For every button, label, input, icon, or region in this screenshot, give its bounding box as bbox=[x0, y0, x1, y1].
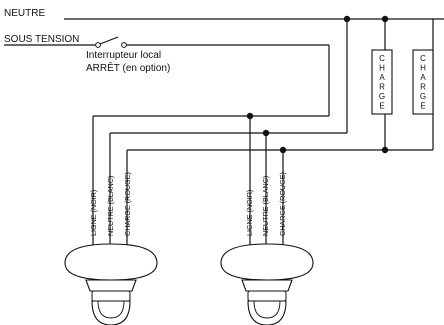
load-box-outline bbox=[371, 49, 393, 115]
fixture-2-bulb-detail bbox=[253, 300, 281, 319]
load-label-letter: E bbox=[379, 102, 384, 111]
fixture-2-neutral-label: NEUTRE (BLANC) bbox=[261, 176, 270, 236]
load-label-letter: R bbox=[379, 83, 385, 92]
load-label-letter: H bbox=[379, 64, 385, 73]
load-label-letter: A bbox=[379, 73, 385, 82]
fixture-2 bbox=[220, 243, 314, 325]
fixture-1-charge-label: CHARGE (ROUGE) bbox=[123, 172, 132, 236]
fixture-1-canopy bbox=[64, 243, 158, 281]
fixture-1-ring bbox=[91, 290, 131, 302]
fixture-1-neutral-label: NEUTRE (BLANC) bbox=[106, 176, 115, 236]
load-box-1: CHARGE bbox=[371, 49, 393, 115]
junction-node bbox=[246, 112, 254, 120]
load-label: CHARGE bbox=[420, 54, 426, 111]
fixture-1-labels: LIGNE (NOIR) NEUTRE (BLANC) CHARGE (ROUG… bbox=[89, 172, 132, 236]
fixture-2-charge-label: CHARGE (ROUGE) bbox=[278, 172, 287, 236]
fixture-1-bulb bbox=[91, 300, 131, 325]
fixture-2-collar bbox=[241, 279, 293, 292]
load-label-letter: A bbox=[420, 73, 426, 82]
main-wires bbox=[4, 18, 444, 46]
load-label-letter: G bbox=[379, 92, 385, 101]
fixture-1 bbox=[64, 243, 158, 325]
fixture-1-line-label: LIGNE (NOIR) bbox=[89, 190, 98, 236]
hot-label: SOUS TENSION bbox=[4, 34, 79, 45]
load-label-letter: E bbox=[420, 102, 425, 111]
load-label-letter: C bbox=[420, 54, 426, 63]
fixture-2-canopy bbox=[220, 243, 314, 281]
load-label: CHARGE bbox=[379, 54, 385, 111]
fixture-1-collar bbox=[85, 279, 137, 292]
neutral-label: NEUTRE bbox=[4, 8, 45, 19]
switch-right-contact bbox=[121, 42, 127, 48]
junction-node bbox=[381, 146, 389, 154]
load-label-letter: G bbox=[420, 92, 426, 101]
load-label-letter: C bbox=[379, 54, 385, 63]
switch-label-line1: Interrupteur local bbox=[86, 50, 161, 61]
fixture-2-bulb bbox=[247, 300, 287, 325]
fixture-2-line-label: LIGNE (NOIR) bbox=[245, 190, 254, 236]
junction-node bbox=[343, 15, 351, 23]
load-box-outline bbox=[412, 49, 434, 115]
local-switch bbox=[95, 36, 127, 48]
load-label-letter: H bbox=[420, 64, 426, 73]
switch-label-line2: ARRÊT (en option) bbox=[86, 61, 170, 74]
junction-node bbox=[279, 146, 287, 154]
fixture-1-bulb-detail bbox=[97, 300, 125, 319]
switch-blade bbox=[99, 36, 119, 45]
load-box-2: CHARGE bbox=[412, 49, 434, 115]
switch-left-contact bbox=[95, 42, 101, 48]
junction-node bbox=[262, 129, 270, 137]
fixture-2-ring bbox=[247, 290, 287, 302]
junction-node bbox=[381, 15, 389, 23]
fixture-2-labels: LIGNE (NOIR) NEUTRE (BLANC) CHARGE (ROUG… bbox=[245, 172, 287, 236]
junction-nodes bbox=[246, 15, 389, 154]
load-label-letter: R bbox=[420, 83, 426, 92]
